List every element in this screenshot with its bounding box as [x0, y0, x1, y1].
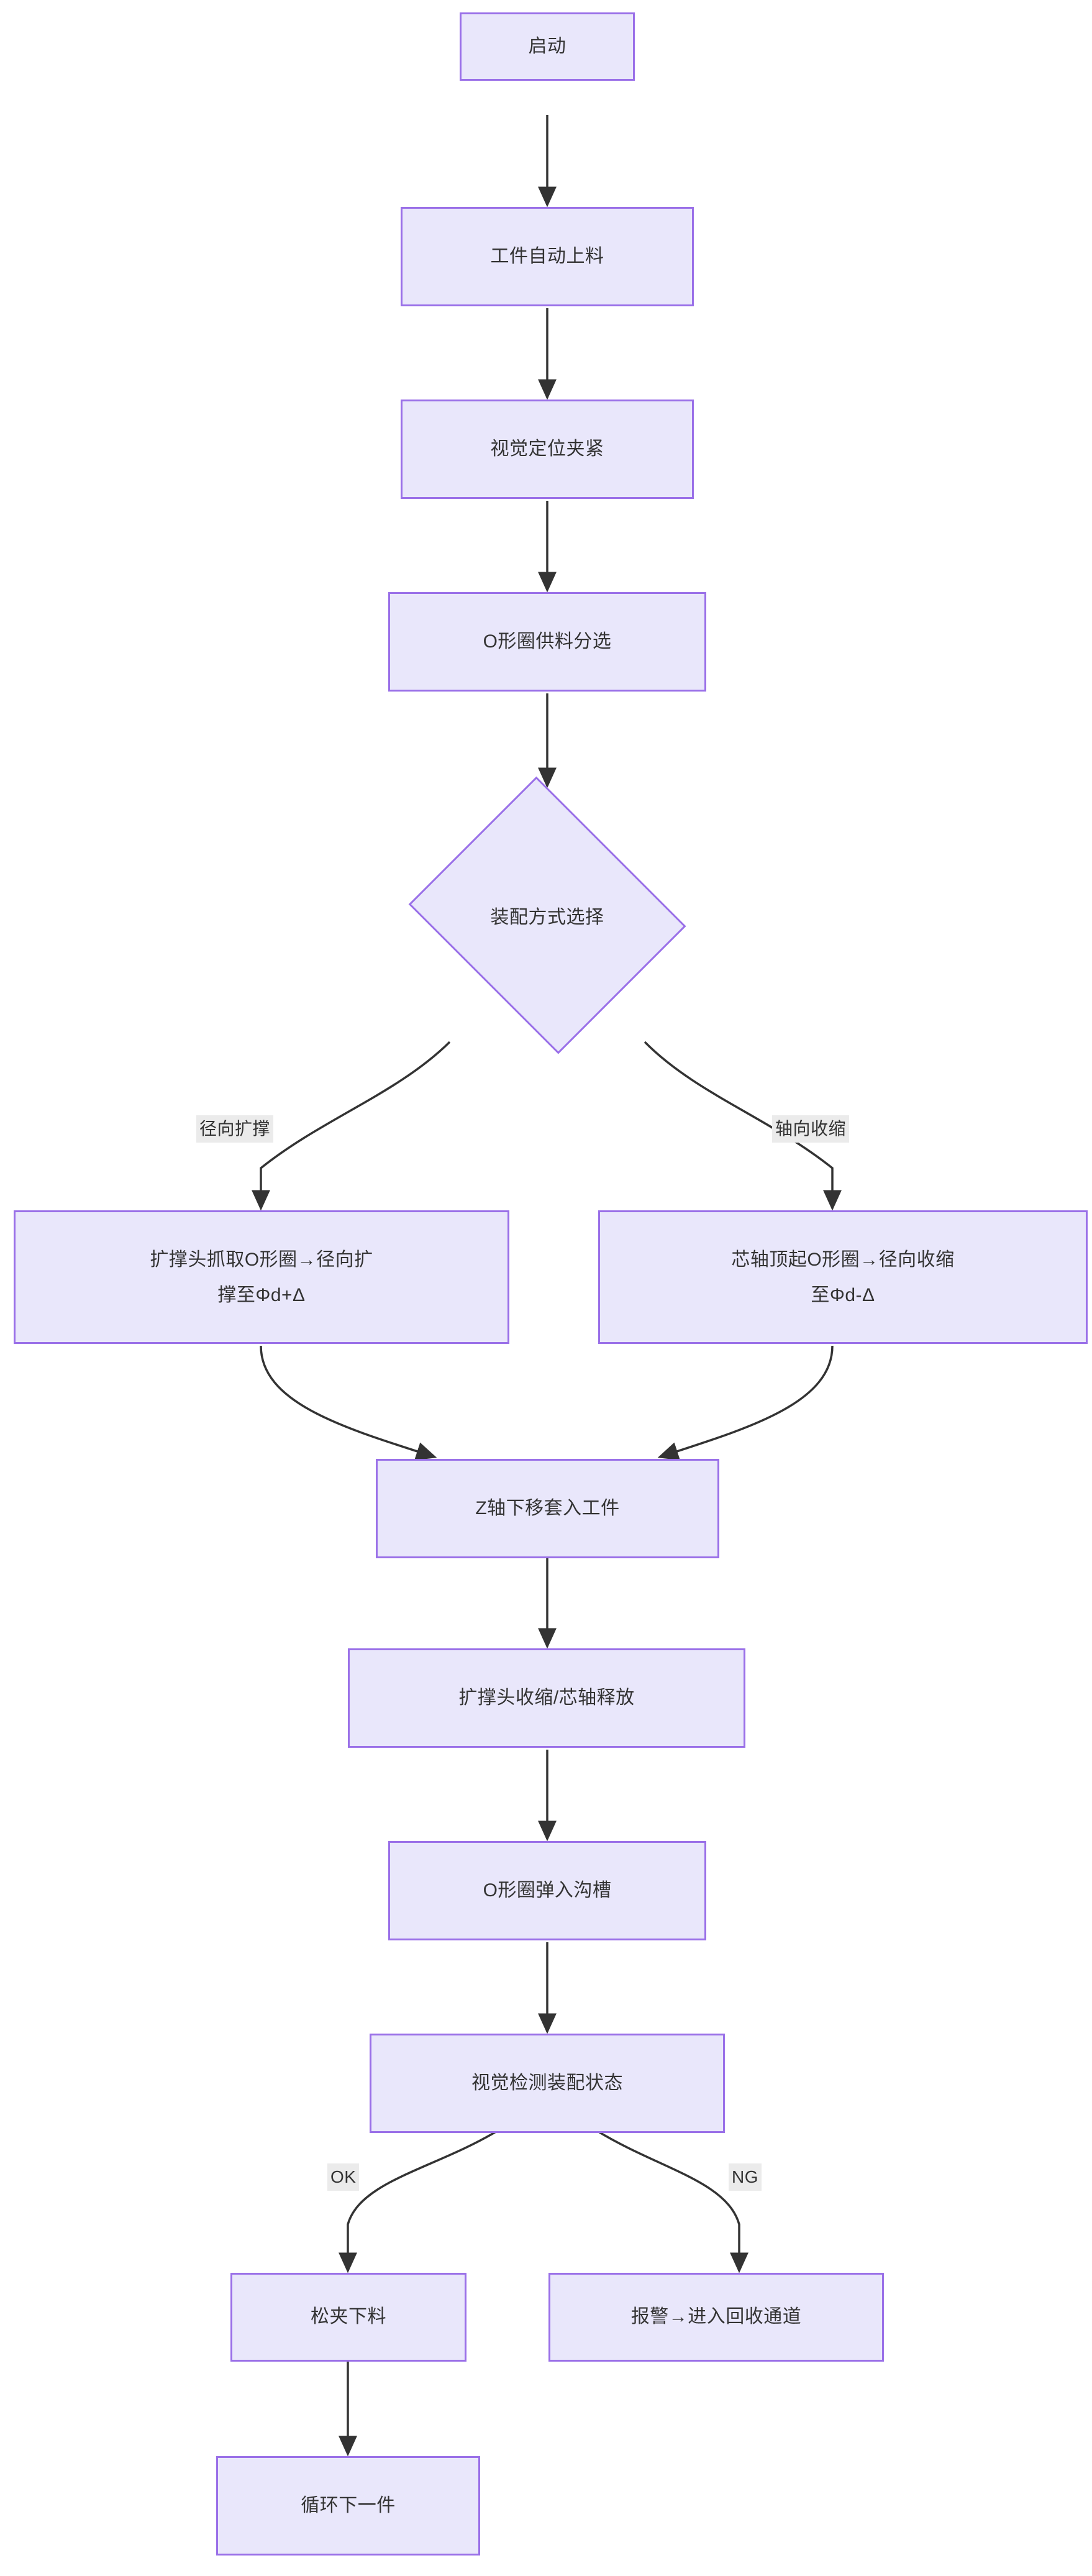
- node-auto-feed-label: 工件自动上料: [490, 245, 604, 267]
- node-radial-expand[interactable]: 扩撑头抓取O形圈→径向扩 撑至Φd+Δ: [14, 1210, 509, 1344]
- node-auto-feed[interactable]: 工件自动上料: [401, 207, 694, 306]
- edge-radial-zdown: [260, 1345, 437, 1461]
- node-loop-next-label: 循环下一件: [301, 2495, 396, 2516]
- edge-axial-zdown: [657, 1345, 834, 1461]
- node-oring-sort[interactable]: O形圈供料分选: [388, 592, 706, 692]
- node-oring-snap-groove-label: O形圈弹入沟槽: [483, 1879, 612, 1901]
- node-alarm-reject-label: 报警→进入回收通道: [630, 2306, 802, 2327]
- node-loop-next[interactable]: 循环下一件: [216, 2456, 480, 2555]
- node-oring-snap-groove[interactable]: O形圈弹入沟槽: [388, 1841, 706, 1940]
- node-z-axis-insert[interactable]: Z轴下移套入工件: [376, 1459, 719, 1558]
- node-z-axis-insert-label: Z轴下移套入工件: [475, 1497, 620, 1519]
- edge-label-axial-branch: 轴向收缩: [772, 1115, 850, 1143]
- node-assembly-mode-decision-label: 装配方式选择: [490, 907, 604, 928]
- node-assembly-mode-decision[interactable]: 装配方式选择: [398, 776, 696, 1054]
- node-axial-shrink-label-line2: 至Φd-Δ: [811, 1284, 875, 1305]
- edge-inspect-unload: [338, 2130, 498, 2273]
- node-radial-expand-label-line1: 扩撑头抓取O形圈→径向扩: [150, 1249, 373, 1270]
- node-start[interactable]: 启动: [460, 12, 635, 81]
- node-unclamp-unload[interactable]: 松夹下料: [230, 2273, 466, 2362]
- node-unclamp-unload-label: 松夹下料: [311, 2306, 386, 2327]
- node-axial-shrink-label-line1: 芯轴顶起O形圈→径向收缩: [731, 1249, 955, 1270]
- edge-decision-radial: [251, 1041, 451, 1211]
- node-vision-inspect-label: 视觉检测装配状态: [471, 2072, 623, 2093]
- edge-inspect-alarm: [597, 2130, 749, 2273]
- edge-label-ok-branch: OK: [327, 2163, 360, 2191]
- node-release-tool[interactable]: 扩撑头收缩/芯轴释放: [348, 1648, 745, 1748]
- node-start-label: 启动: [528, 35, 566, 57]
- node-vision-inspect[interactable]: 视觉检测装配状态: [370, 2034, 725, 2133]
- node-release-tool-label: 扩撑头收缩/芯轴释放: [458, 1687, 635, 1708]
- edge-label-ng-branch: NG: [729, 2163, 762, 2191]
- node-vision-clamp[interactable]: 视觉定位夹紧: [401, 400, 694, 499]
- node-radial-expand-label-line2: 撑至Φd+Δ: [217, 1284, 306, 1305]
- node-vision-clamp-label: 视觉定位夹紧: [490, 438, 604, 459]
- node-oring-sort-label: O形圈供料分选: [483, 631, 612, 652]
- node-axial-shrink[interactable]: 芯轴顶起O形圈→径向收缩 至Φd-Δ: [598, 1210, 1088, 1344]
- edge-label-radial-branch: 径向扩撑: [196, 1115, 274, 1143]
- node-alarm-reject[interactable]: 报警→进入回收通道: [548, 2273, 884, 2362]
